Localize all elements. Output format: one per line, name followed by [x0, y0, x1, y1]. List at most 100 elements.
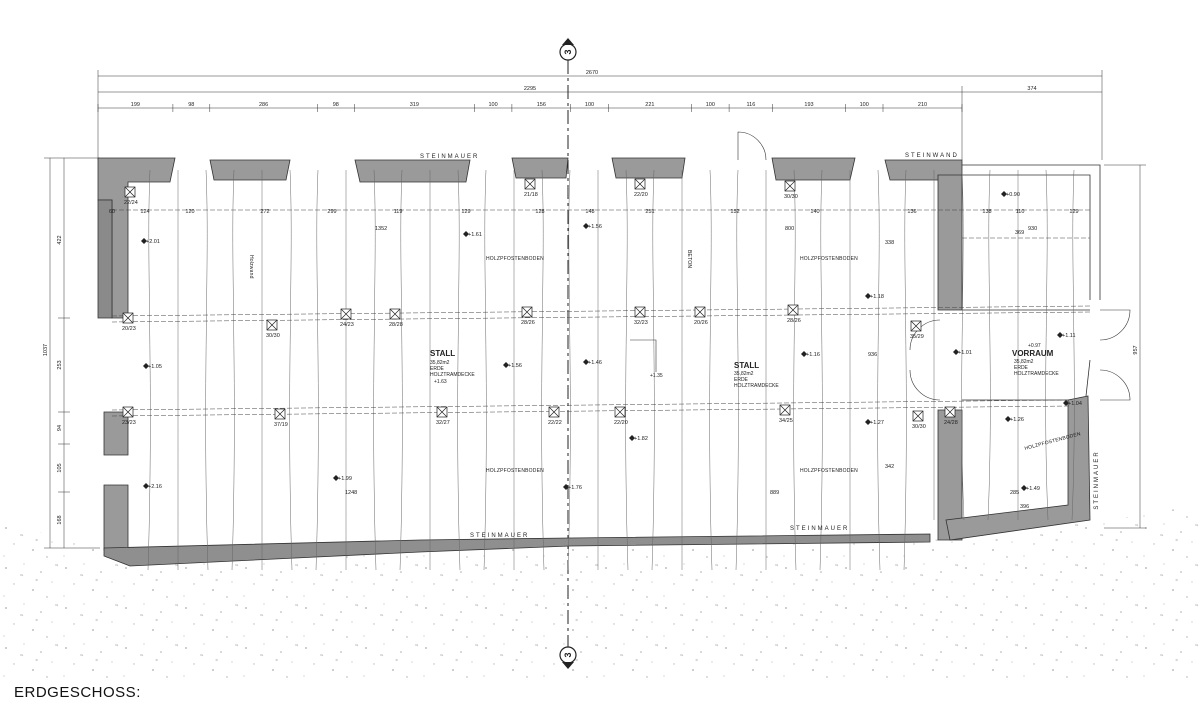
- top-segment-label: 100: [585, 102, 594, 108]
- joist-line: [483, 169, 487, 571]
- misc-dim: 285: [1010, 490, 1019, 496]
- level-value: +1.82: [634, 436, 648, 442]
- post-cross: [634, 306, 646, 318]
- level-symbol: [865, 293, 871, 299]
- room-2-floor: ERDE: [734, 377, 749, 383]
- post-size: 30/30: [266, 333, 280, 339]
- level-value: +1.99: [338, 476, 352, 482]
- post-cross: [524, 178, 536, 190]
- room-1-floor: ERDE: [430, 366, 445, 372]
- floor-note-4: HOLZPFOSTENBODEN: [800, 468, 858, 474]
- misc-dim: 936: [868, 352, 877, 358]
- post-cross: [912, 410, 924, 422]
- level-symbol: [801, 351, 807, 357]
- level-symbol: [583, 359, 589, 365]
- post-size: 20/26: [694, 320, 708, 326]
- misc-dim: 800: [785, 226, 794, 232]
- section-marker-top: 3: [563, 49, 573, 54]
- inner-row-dim: 120: [185, 209, 194, 215]
- post-size: 34/25: [779, 418, 793, 424]
- room-3-area: 35,82m2: [1014, 359, 1034, 365]
- level-symbol: [1005, 416, 1011, 422]
- left-dim-5: 168: [57, 515, 63, 524]
- post-cross: [634, 178, 646, 190]
- top-segment-label: 193: [804, 102, 813, 108]
- level-value: +1.11: [1062, 333, 1076, 339]
- level-symbol: [865, 419, 871, 425]
- post-cross: [944, 406, 956, 418]
- joist-line: [289, 169, 293, 571]
- level-value: +1.61: [468, 232, 482, 238]
- top-segment-label: 199: [131, 102, 140, 108]
- wall-label-south: STEINMAUER: [470, 533, 529, 539]
- post-cross: [340, 308, 352, 320]
- section-marker-bottom: 3: [563, 652, 573, 657]
- top-segment-label: 319: [410, 102, 419, 108]
- post-size: 30/30: [784, 194, 798, 200]
- joist-line: [877, 169, 881, 571]
- level-value: +1.27: [870, 420, 884, 426]
- inner-row-dim: 299: [327, 209, 336, 215]
- wall-label-east: STEINMAUER: [1094, 450, 1100, 509]
- misc-dim: 930: [1028, 226, 1037, 232]
- inner-row-dim: 119: [394, 209, 403, 215]
- post-size: 22/24: [124, 200, 138, 206]
- level-symbol: [503, 362, 509, 368]
- post-cross: [548, 406, 560, 418]
- dimension-chains-side: [44, 157, 1146, 549]
- misc-dim: 396: [1020, 504, 1029, 510]
- door-swings: [630, 131, 1131, 401]
- room-1-level: +1.63: [434, 379, 447, 385]
- post-cross: [787, 304, 799, 316]
- ground-hatch: [0, 505, 1200, 680]
- joist-line: [709, 169, 713, 571]
- level-value: +1.04: [1068, 401, 1082, 407]
- post-cross: [389, 308, 401, 320]
- overall-dim-main: 2295: [524, 86, 536, 92]
- joist-line: [819, 169, 823, 571]
- top-segment-label: 221: [645, 102, 654, 108]
- top-segment-label: 116: [747, 102, 756, 108]
- level-symbol: [629, 435, 635, 441]
- level-symbol: [563, 484, 569, 490]
- level-value: +1.01: [958, 350, 972, 356]
- post-cross: [694, 306, 706, 318]
- left-dim-4: 105: [57, 463, 63, 472]
- room-1-name: STALL: [430, 349, 455, 358]
- misc-dim: 1352: [375, 226, 387, 232]
- post-cross: [614, 406, 626, 418]
- floor-note-2: HOLZPFOSTENBODEN: [800, 256, 858, 262]
- level-symbol: [1057, 332, 1063, 338]
- room-1-ceiling: HOLZTRAMDECKE: [430, 372, 475, 378]
- level-value: +2.16: [148, 484, 162, 490]
- room-3-name: VORRAUM: [1012, 349, 1054, 358]
- post-cross: [436, 406, 448, 418]
- post-size: 35/29: [910, 334, 924, 340]
- room-2-ceiling: HOLZTRAMDECKE: [734, 383, 779, 389]
- section-axis: [559, 38, 577, 669]
- post-cross: [266, 319, 278, 331]
- room-2-level: +1.35: [650, 373, 663, 379]
- top-segment-label: 100: [706, 102, 715, 108]
- top-segment-label: 100: [860, 102, 869, 108]
- floor-note-3: HOLZPFOSTENBODEN: [486, 468, 544, 474]
- top-segment-label: 210: [918, 102, 927, 108]
- post-cross: [784, 180, 796, 192]
- joist-line: [147, 169, 151, 571]
- left-dim-2: 253: [57, 360, 63, 369]
- joist-line: [373, 169, 377, 571]
- annex-outline: [962, 164, 1101, 401]
- post-size: 22/20: [614, 420, 628, 426]
- joist-line: [961, 169, 965, 521]
- floor-note-1: HOLZPFOSTENBODEN: [486, 256, 544, 262]
- joist-line: [793, 169, 797, 571]
- room-2-name: STALL: [734, 361, 759, 370]
- post-size: 37/19: [274, 422, 288, 428]
- post-size: 23/23: [122, 420, 136, 426]
- overall-dim-annex: 374: [1027, 86, 1036, 92]
- post-size: 20/23: [122, 326, 136, 332]
- top-segment-label: 156: [537, 102, 546, 108]
